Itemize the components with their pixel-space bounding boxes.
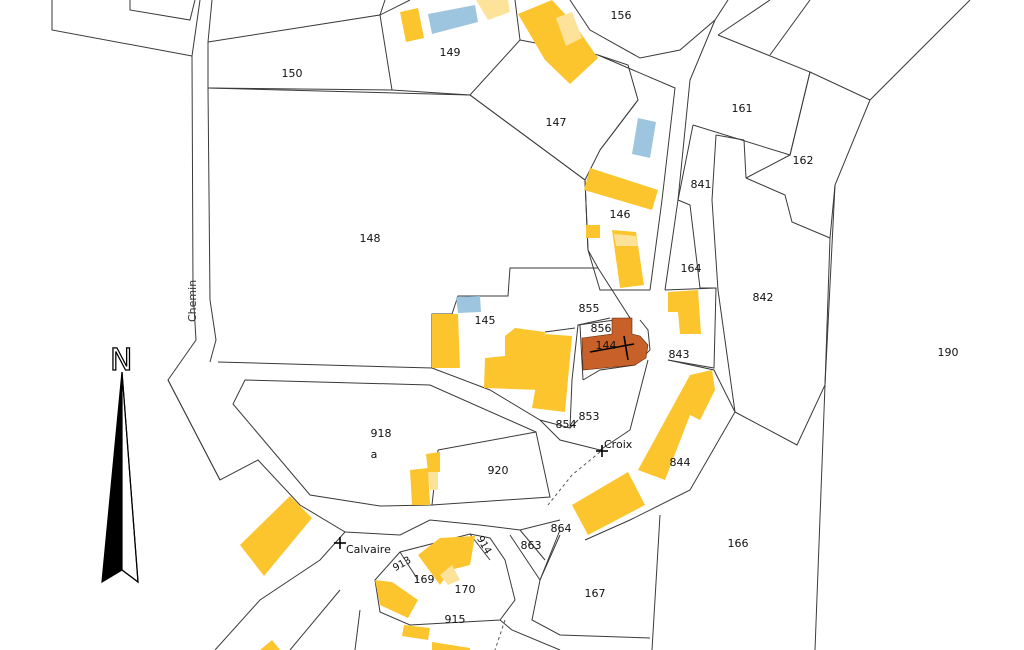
parcel-label-162[interactable]: 162 (793, 154, 814, 167)
highlighted-parcel-144[interactable] (581, 317, 649, 371)
parcel-label-844[interactable]: 844 (670, 456, 691, 469)
parcel-boundaries (51, 0, 971, 650)
north-arrow-icon: N (101, 342, 139, 584)
parcel-label-145[interactable]: 145 (475, 314, 496, 327)
parcel-label-918a[interactable]: a (371, 448, 378, 461)
parcel-label-148[interactable]: 148 (360, 232, 381, 245)
buildings (240, 0, 715, 650)
parcel-label-161[interactable]: 161 (732, 102, 753, 115)
parcel-label-166[interactable]: 166 (728, 537, 749, 550)
parcel-labels: 156 149 150 147 161 162 841 146 148 164 842 190 855 1… (282, 9, 959, 626)
parcel-label-190[interactable]: 190 (938, 346, 959, 359)
poi-croix[interactable]: Croix (596, 438, 633, 457)
parcel-label-144[interactable]: 144 (596, 339, 617, 352)
parcel-label-167[interactable]: 167 (585, 587, 606, 600)
parcel-label-915[interactable]: 915 (445, 613, 466, 626)
parcel-label-156[interactable]: 156 (611, 9, 632, 22)
parcel-label-864[interactable]: 864 (551, 522, 572, 535)
poi-label: Croix (604, 438, 633, 451)
poi-label: Calvaire (346, 543, 391, 556)
parcel-label-169[interactable]: 169 (414, 573, 435, 586)
parcel-label-853[interactable]: 853 (579, 410, 600, 423)
parcel-label-170[interactable]: 170 (455, 583, 476, 596)
road-label-chemin: Chemin (186, 280, 199, 322)
parcel-label-164[interactable]: 164 (681, 262, 702, 275)
parcel-label-855[interactable]: 855 (579, 302, 600, 315)
footpath (547, 451, 601, 506)
poi-calvaire[interactable]: Calvaire (334, 537, 391, 556)
parcel-label-914[interactable]: 914 (474, 534, 493, 556)
parcel-label-863[interactable]: 863 (521, 539, 542, 552)
parcel-label-150[interactable]: 150 (282, 67, 303, 80)
parcel-label-856[interactable]: 856 (591, 322, 612, 335)
parcel-label-147[interactable]: 147 (546, 116, 567, 129)
footpath-south (494, 619, 506, 650)
parcel-label-146[interactable]: 146 (610, 208, 631, 221)
parcel-label-920[interactable]: 920 (488, 464, 509, 477)
cross-icon (334, 537, 346, 549)
water-features (428, 5, 656, 313)
parcel-label-854[interactable]: 854 (556, 418, 577, 431)
parcel-label-841[interactable]: 841 (691, 178, 712, 191)
north-label: N (110, 343, 132, 378)
parcel-label-843[interactable]: 843 (669, 348, 690, 361)
parcel-label-842[interactable]: 842 (753, 291, 774, 304)
cross-icon (596, 445, 608, 457)
parcel-label-918[interactable]: 918 (371, 427, 392, 440)
parcel-label-149[interactable]: 149 (440, 46, 461, 59)
